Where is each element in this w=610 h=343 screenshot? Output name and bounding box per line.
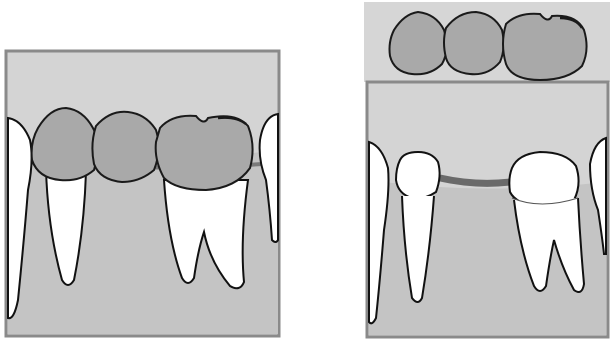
prepared-abutment-right: [509, 152, 578, 206]
panel-bridge-seated: [6, 51, 279, 336]
crown-right: [156, 116, 253, 190]
detached-bridge: [390, 12, 587, 80]
detached-pontic: [444, 12, 504, 74]
panel-bridge-removed: [364, 2, 610, 337]
prepared-abutment-left: [396, 152, 440, 198]
pontic-crown: [92, 112, 158, 182]
detached-crown-right: [503, 14, 587, 80]
